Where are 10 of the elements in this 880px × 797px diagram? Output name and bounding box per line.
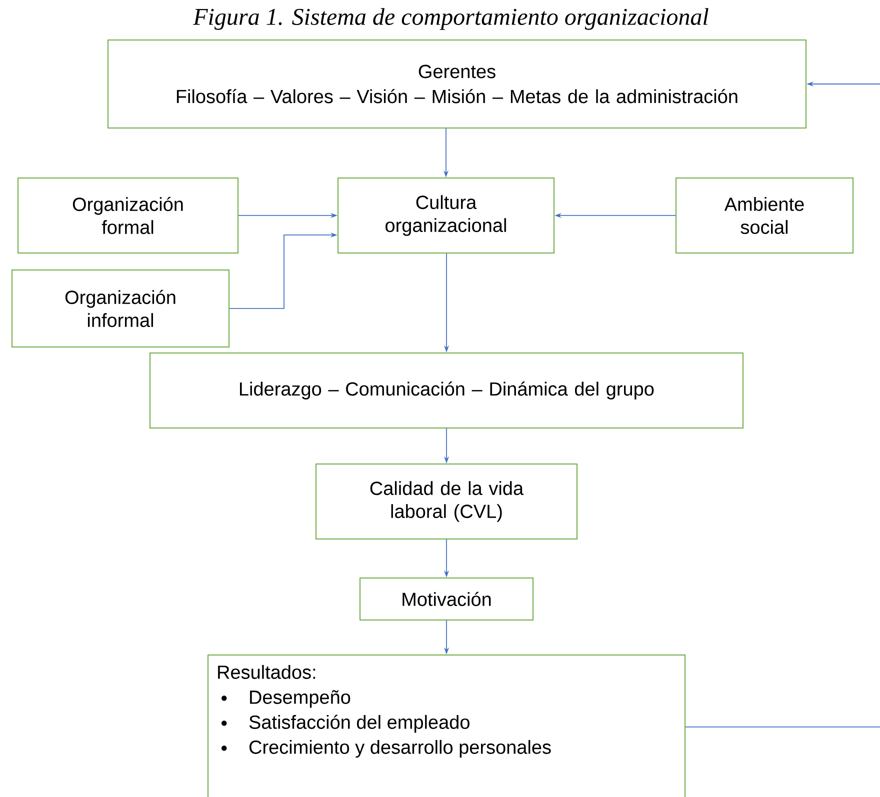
process-box: Organización formal xyxy=(18,177,238,254)
figure-title: Figura 1. Sistema de comportamiento organizacional xyxy=(193,8,708,30)
process-box: Organización informal xyxy=(12,269,230,348)
process-box: Motivación xyxy=(360,577,534,620)
process-box: Liderazgo – Comunicación – Dinámica del grupo xyxy=(150,352,744,428)
process-box: Gerentes Filosofía – Valores – Visión – Misión – Metas de la administración xyxy=(108,40,806,128)
process-box: Ambiente social xyxy=(676,177,854,254)
process-box: Calidad de la vida laboral (CVL) xyxy=(316,464,578,540)
process-box: Cultura organizacional xyxy=(338,177,554,254)
results-box: Resultados: Desempeño Satisfacción del empleado Crecimiento y desarrollo personales xyxy=(208,654,686,797)
